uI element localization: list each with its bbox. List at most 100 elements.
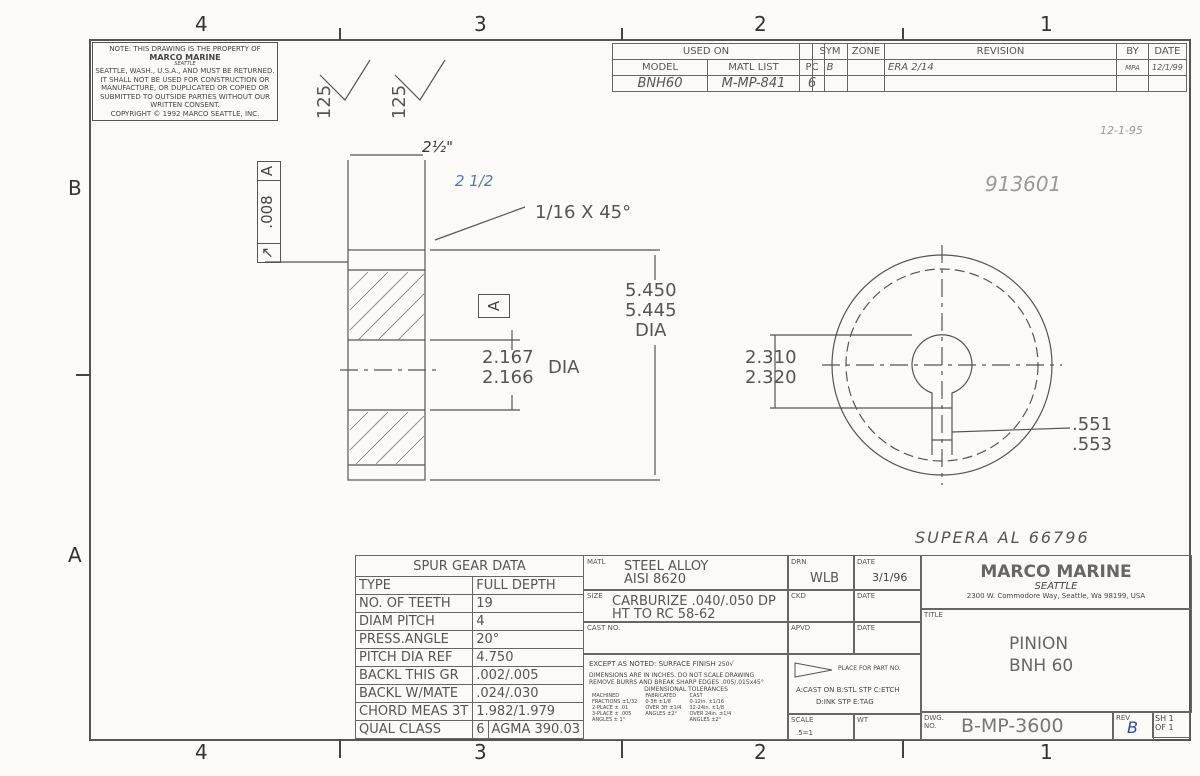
- rev-label: REV: [1116, 714, 1131, 722]
- rev-desc: ERA 2/14: [884, 59, 1117, 76]
- gear-label: NO. OF TEETH: [354, 594, 474, 613]
- scale-value: .5=1: [796, 729, 813, 737]
- gear-value: .024/.030: [472, 684, 584, 703]
- key-depth-a: 2.310: [745, 347, 797, 368]
- tol-item: CAST: [689, 693, 703, 699]
- cast-cell: CAST NO.: [583, 621, 789, 655]
- zone-label: ZONE: [847, 43, 885, 60]
- company-address: 2300 W. Commodore Way, Seattle, Wa 98199…: [966, 592, 1146, 600]
- wt-cell: WT: [853, 713, 922, 740]
- gear-label: CHORD MEAS 3T: [354, 702, 474, 721]
- sym-label: SYM: [812, 43, 848, 60]
- dwg-no-cell: DWG. NO.B-MP-3600: [920, 711, 1114, 740]
- od-min: 5.445: [625, 300, 677, 321]
- surface-finish-2: 125: [389, 84, 411, 120]
- tol-item: 0-12in. ±1/16: [689, 699, 725, 705]
- part-ref-handwritten: 913601: [985, 172, 1062, 196]
- gear-value: 19: [472, 594, 584, 613]
- qual-std: AGMA 390.03: [487, 720, 585, 739]
- hatching: [349, 271, 425, 465]
- gear-label: BACKL W/MATE: [354, 684, 474, 703]
- by-label: BY: [1116, 43, 1149, 60]
- matl-line: AISI 8620: [624, 572, 687, 587]
- tol-item: FABRICATED: [645, 693, 677, 699]
- size-label: SIZE: [587, 592, 603, 600]
- zone-bottom-2: 2: [754, 740, 767, 764]
- gear-label: PITCH DIA REF: [354, 648, 474, 667]
- model-value: BNH60: [612, 75, 708, 92]
- note-line: WRITTEN CONSENT.: [150, 101, 220, 109]
- rev-zone: [847, 59, 885, 76]
- zone-top-3: 3: [474, 12, 487, 36]
- width-dim-handwritten: 2 1/2: [455, 172, 494, 190]
- size-line: CARBURIZE .040/.050 DP: [612, 594, 776, 609]
- tol-item: OVER 3ft ±1/4: [645, 705, 682, 711]
- surface-finish-1: 125: [314, 84, 336, 120]
- used-on-header: USED ON: [612, 43, 800, 60]
- rev-date: 12/1/99: [1148, 59, 1187, 76]
- drn-date-value: 3/1/96: [872, 571, 908, 584]
- table-row: BACKL W/MATE.024/.030: [354, 684, 584, 703]
- cast-label: CAST NO.: [587, 624, 621, 632]
- title-line-1: PINION: [1009, 634, 1069, 654]
- od-max: 5.450: [625, 280, 677, 301]
- keyway-width-dim: .551.553: [1072, 415, 1112, 455]
- zone-top-1: 1: [1040, 12, 1053, 36]
- tol-line: DIMENSIONAL TOLERANCES: [644, 686, 728, 693]
- part-no-triangle-icon: [794, 662, 833, 678]
- spur-gear-title: SPUR GEAR DATA: [355, 555, 584, 577]
- gear-value: .002/.005: [472, 666, 584, 685]
- chamfer-dim: 1/16 X 45°: [535, 202, 632, 223]
- tol-item: 2-PLACE ± .01: [592, 705, 629, 711]
- side-view: [265, 59, 660, 481]
- note-line: IT SHALL NOT BE USED FOR CONSTRUCTION OR: [100, 75, 270, 84]
- marks-line-2: D:INK STP E:TAG: [816, 698, 874, 706]
- apvd-cell: APVD: [787, 621, 855, 655]
- gear-value: 4: [472, 612, 584, 631]
- title-line-2: BNH 60: [1009, 656, 1074, 676]
- company-logo: MARCO MARINE: [980, 562, 1132, 582]
- ckd-label: CKD: [791, 592, 806, 600]
- part-no-cell: PLACE FOR PART NO. A:CAST ON B:STL STP C…: [787, 653, 922, 715]
- gear-label: BACKL THIS GR: [354, 666, 474, 685]
- note-line: NOTE: THIS DRAWING IS THE PROPERTY OF: [109, 45, 261, 53]
- apvd-date-cell: DATE: [853, 621, 922, 655]
- finish-check-icon: √: [729, 660, 734, 668]
- width-dim: 2½": [422, 138, 453, 156]
- apvd-label: APVD: [791, 624, 811, 632]
- revision-label: REVISION: [884, 43, 1117, 60]
- bore-max: 2.167: [482, 347, 534, 368]
- dwg-label: DWG. NO.: [924, 714, 944, 730]
- tol-item: ANGLES ±2°: [645, 711, 677, 717]
- tolerance-cell: EXCEPT AS NOTED: SURFACE FINISH 250√ DIM…: [583, 653, 789, 740]
- zone-bottom-4: 4: [195, 740, 208, 764]
- gear-value: 4.750: [472, 648, 584, 667]
- tol-line: DIMENSIONS ARE IN INCHES. DO NOT SCALE D…: [589, 672, 755, 679]
- sheet-cell: SH 1 OF 1: [1152, 711, 1190, 738]
- gear-label: PRESS.ANGLE: [354, 630, 474, 649]
- gear-label: TYPE: [354, 576, 474, 595]
- tol-item: MACHINED: [592, 693, 620, 699]
- tol-item: ANGLES ±2°: [689, 717, 722, 723]
- zone-left-b: B: [68, 176, 82, 200]
- gear-value: 1.982/1.979: [472, 702, 584, 721]
- property-note: NOTE: THIS DRAWING IS THE PROPERTY OF MA…: [92, 42, 278, 121]
- title-label: TITLE: [924, 611, 943, 619]
